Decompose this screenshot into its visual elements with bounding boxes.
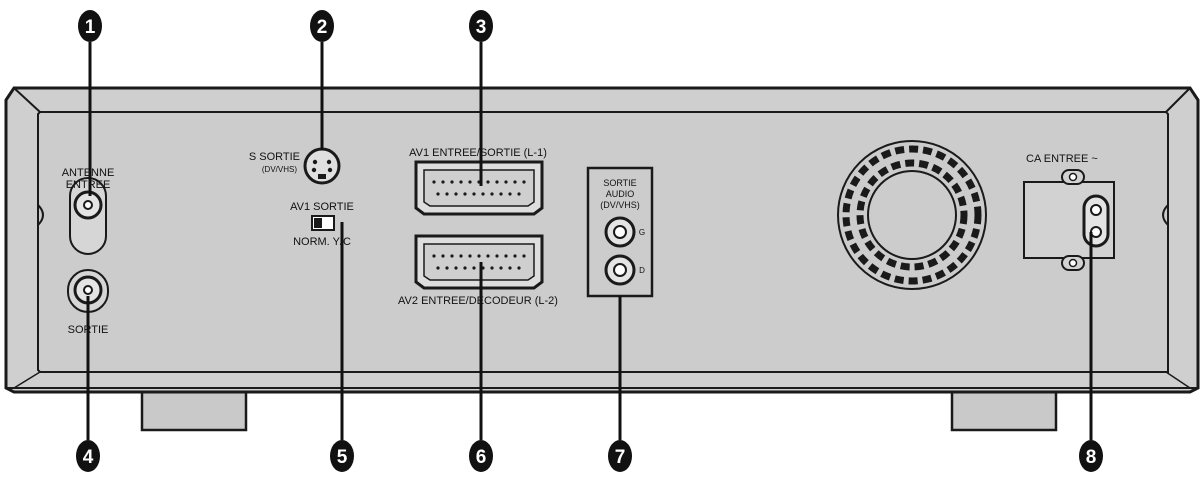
av1-scart-inner: [423, 169, 535, 207]
bevel-line-tr: [1165, 87, 1191, 113]
s-out-sub-label: (DV/VHS): [262, 165, 297, 174]
s-video-pin: [312, 159, 318, 165]
av2-scart-inner: [423, 243, 535, 281]
leader-lines: [86, 42, 1093, 440]
audio-label-2: AUDIO: [606, 189, 635, 199]
callout-8-number: 8: [1086, 447, 1097, 468]
callout-7-number: 7: [615, 447, 626, 468]
audio-right-pin: [613, 263, 627, 277]
antenna-out-pin: [83, 285, 93, 295]
audio-left-pin: [613, 225, 627, 239]
callout-4: 4: [76, 440, 100, 472]
audio-label-3: (DV/VHS): [600, 200, 640, 210]
bevel-line-br: [1165, 371, 1191, 389]
right-notch: [1162, 204, 1169, 226]
av1-scart-label: AV1 ENTREE/SORTIE (L-1): [409, 147, 547, 159]
av1-scart-pins: [432, 180, 526, 196]
ac-in-label: CA ENTREE ~: [1026, 153, 1098, 165]
left-notch: [37, 204, 44, 226]
callout-6-number: 6: [476, 447, 487, 468]
antenna-in-pin: [83, 200, 93, 210]
s-video-pin: [311, 167, 317, 173]
av1-switch-knob: [314, 218, 322, 228]
antenna-in-label-2: ENTREE: [66, 179, 111, 191]
ac-socket-hole: [1090, 204, 1102, 216]
callout-7: 7: [608, 440, 632, 472]
antenna-in-label-1: ANTENNE: [62, 167, 115, 179]
s-video-pin: [327, 167, 333, 173]
ac-screw-bottom: [1068, 258, 1078, 268]
callout-6: 6: [469, 440, 493, 472]
ac-screw-top: [1068, 172, 1078, 182]
callout-4-number: 4: [83, 447, 94, 468]
callout-3-number: 3: [476, 17, 487, 38]
audio-g-label: G: [639, 228, 645, 237]
fan-grille: [837, 140, 987, 290]
right-foot: [950, 386, 1058, 432]
s-video-pin: [326, 159, 332, 165]
callout-8: 8: [1079, 440, 1103, 472]
av1-switch-label: NORM. Y/C: [293, 236, 351, 248]
s-video-key: [318, 174, 326, 179]
callout-1-number: 1: [85, 17, 96, 38]
callout-3: 3: [469, 10, 493, 42]
rear-panel: [37, 111, 1169, 373]
callout-2: 2: [310, 10, 334, 42]
bevel-line-tl: [13, 87, 41, 113]
av2-scart-pins: [432, 254, 526, 270]
callout-5: 5: [330, 440, 354, 472]
audio-d-label: D: [639, 266, 645, 275]
callout-2-number: 2: [317, 17, 328, 38]
audio-label-1: SORTIE: [603, 178, 636, 188]
bevel-line-bl: [13, 371, 41, 389]
ac-inlet-socket: [1082, 194, 1110, 248]
av2-scart-label: AV2 ENTREE/DECODEUR (L-2): [398, 295, 558, 307]
callout-5-number: 5: [337, 447, 348, 468]
left-foot: [140, 386, 248, 432]
callout-1: 1: [78, 10, 102, 42]
av1-sortie-label: AV1 SORTIE: [290, 201, 354, 213]
s-out-label: S SORTIE: [249, 151, 300, 163]
